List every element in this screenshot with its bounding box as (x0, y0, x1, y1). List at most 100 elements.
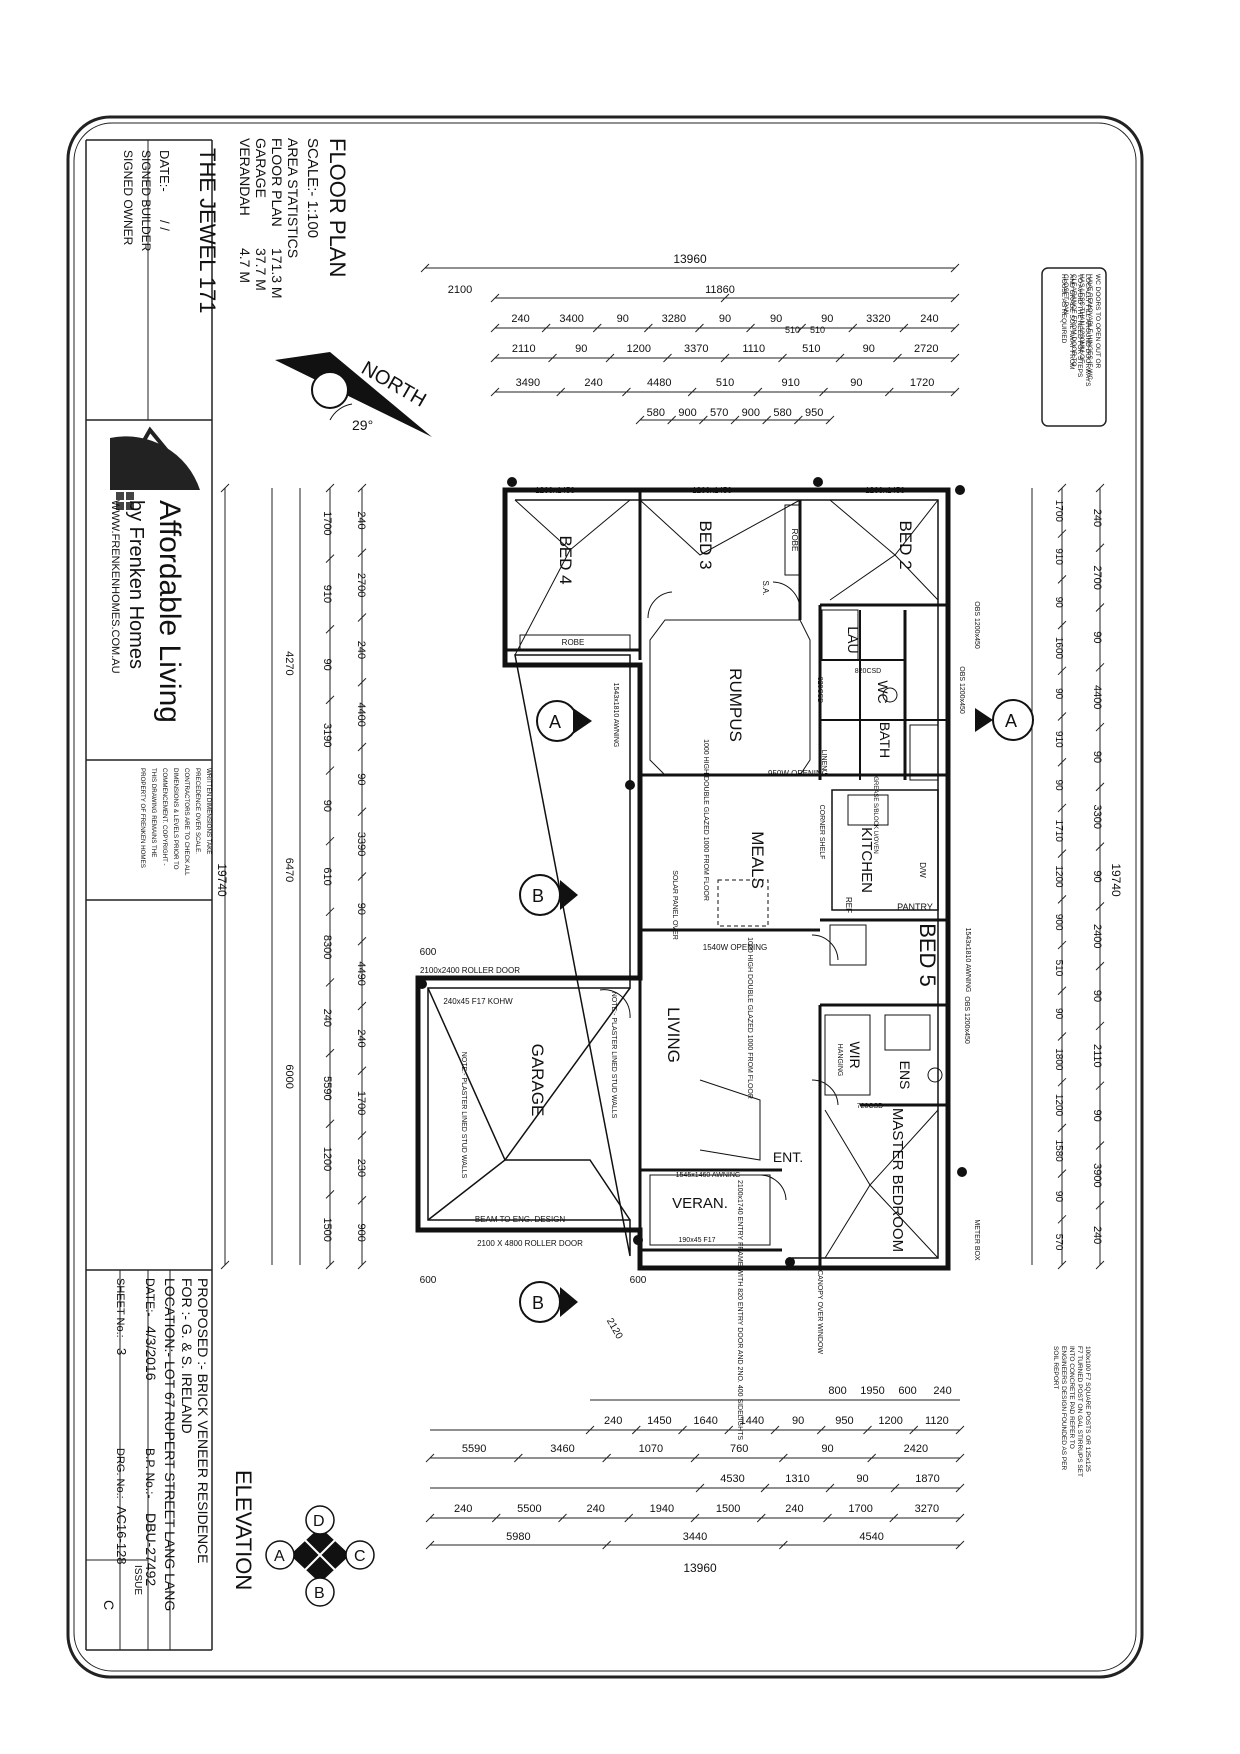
copyright-line-4: DIMENSIONS & LEVELS PRIOR TO (172, 768, 179, 870)
copyright-note: WRITTEN DIMENSIONS TAKE PRECEDENCE OVER … (139, 768, 212, 877)
dim-left: 90 (321, 658, 333, 670)
dim-bottom-row: 5590 (462, 1443, 486, 1455)
section-b-bottom-label: B (532, 1293, 544, 1313)
dim-bottom-row: 600 (898, 1385, 916, 1397)
dim-top-row: 1720 (910, 377, 934, 389)
dim-bottom-row: 240 (454, 1503, 472, 1515)
dim-right: 570 (1053, 1234, 1064, 1251)
logo-brand: Affordable Living (153, 500, 186, 723)
awning-label: 1543x1810 AWNING (964, 928, 971, 993)
dim-bottom-row: 1870 (915, 1473, 939, 1485)
dim-right: 910 (1053, 731, 1064, 748)
brand-logo: Affordable Living by Frenken Homes WWW.F… (109, 426, 200, 723)
svg-text:LOCALLY FILL AROUND DOORWAYS: LOCALLY FILL AROUND DOORWAYS TO AVOID TH… (1060, 274, 1091, 388)
dim-bottom-row: 1500 (716, 1503, 740, 1515)
dim-right: 2400 (1091, 924, 1103, 948)
dim-bottom-row: 1200 (878, 1415, 902, 1427)
smoke-alarm-label: S.A. (761, 580, 770, 595)
copyright-line-2: PRECEDENCE OVER SCALE. (194, 768, 201, 854)
dim-top-row: 3320 (866, 313, 890, 325)
dim-top-row: 240 (511, 313, 529, 325)
area-garage-label: GARAGE (253, 138, 269, 198)
dim-bottom-row: 1440 (740, 1415, 764, 1427)
glazing-label: 1000 HIGH DOUBLE GLAZED 1000 FROM FLOOR (702, 739, 709, 901)
copyright-line-7: PROPERTY OF FRENKEN HOMES (139, 768, 146, 868)
dim-left-total: 19740 (215, 863, 229, 897)
robe-label: ROBE (562, 638, 585, 647)
project-date: 4/3/2016 (143, 1326, 159, 1381)
dw-label: D/W (918, 862, 927, 878)
copyright-line-5: COMMENCEMENT. COPYRIGHT - (161, 768, 168, 866)
robe-label: ROBE (790, 529, 799, 552)
posts (417, 477, 967, 1267)
section-a-left-label: A (549, 712, 561, 732)
dim-right: 90 (1091, 990, 1103, 1002)
dim-top-row: 90 (821, 313, 833, 325)
dim-right-total: 19740 (1109, 863, 1123, 897)
scale-text: SCALE:- 1:100 (304, 138, 321, 238)
project-sheet: 3 (114, 1348, 129, 1355)
dim-bottom-row: 240 (604, 1415, 622, 1427)
floor-plan-title: FLOOR PLAN (325, 138, 350, 277)
notes-top-text: WC DOORS TO OPEN OUT OR HAVE REMOVABLE H… (1062, 274, 1101, 382)
dim-bottom-row: 800 (828, 1385, 846, 1397)
area-statistics: AREA STATISTICS (285, 138, 301, 258)
dim-right: 90 (1053, 688, 1064, 700)
dim-bottom-row: 90 (821, 1443, 833, 1455)
dim-left: 910 (321, 585, 333, 603)
dim-top-row: 90 (719, 313, 731, 325)
dim-bottom-row: 90 (792, 1415, 804, 1427)
dim-left: 1700 (355, 1091, 367, 1115)
dim-bottom-row: 760 (730, 1443, 748, 1455)
dim-left: 1200 (321, 1147, 333, 1171)
project-sheet-label: SHEET No.:- (114, 1278, 126, 1342)
elevation-letter-a: A (274, 1548, 285, 1565)
dim-left: 4490 (355, 961, 367, 985)
dim-top-row: 240 (584, 377, 602, 389)
dim-right: 1600 (1053, 637, 1064, 660)
dim-left: 90 (355, 903, 367, 915)
dim-left: 6470 (283, 858, 295, 882)
dim-top-row: 90 (575, 343, 587, 355)
dim-top-row: 240 (920, 313, 938, 325)
dim-top-row: 4480 (647, 377, 671, 389)
logo-roof-icon (116, 426, 198, 488)
entry-frame-label: 2100x1740 ENTRY FRAME WITH 820 ENTRY DOO… (736, 1180, 743, 1440)
dim-top-row: 3280 (662, 313, 686, 325)
room-wc: WC (875, 680, 891, 703)
dim-bottom-row: 3270 (915, 1503, 939, 1515)
dim-right: 1200 (1053, 865, 1064, 888)
dim-left: 1700 (321, 511, 333, 535)
copyright-line-3: CONTRACTORS ARE TO CHECK ALL (183, 768, 190, 876)
dim-top-row: 90 (770, 313, 782, 325)
dim-left: 3190 (321, 723, 333, 747)
section-a-right-label: A (1005, 711, 1017, 731)
area-garage-value: 37.7 M (253, 248, 269, 291)
project-bp: DBU-27492 (143, 1513, 159, 1586)
dim-right: 1700 (1053, 500, 1064, 523)
hanging-label: HANGING (836, 1044, 843, 1077)
section-b-top-label: B (532, 886, 544, 906)
dim-misc: 600 (420, 947, 437, 958)
svg-text:100x100 F7 SQUARE POSTS OR 125: 100x100 F7 SQUARE POSTS OR 125x125 F7 TU… (1052, 1346, 1091, 1479)
dim-right: 1200 (1053, 1094, 1064, 1117)
dim-top-row: 900 (742, 407, 760, 419)
project-bp-label: B.P. No.:- (143, 1448, 157, 1498)
dim-right: 90 (1091, 751, 1103, 763)
dim-bottom-row: 3460 (550, 1443, 574, 1455)
area-floor-value: 171.3 M (269, 248, 285, 299)
project-location: LOCATION:- LOT 67 RUPERT STREET LANG LAN… (162, 1278, 178, 1611)
dim-left: 240 (355, 641, 367, 659)
room-bed2: BED 2 (896, 520, 915, 569)
dim-left: 5590 (321, 1076, 333, 1100)
room-wir: WIR (847, 1041, 863, 1068)
dim-left: 90 (355, 773, 367, 785)
ref-label: REF (844, 897, 853, 913)
window-label: 1200x1450 (692, 486, 732, 495)
room-bed4: BED 4 (556, 535, 575, 584)
dim-right: 900 (1053, 914, 1064, 931)
obs-label: OBS 1200x450 (963, 996, 970, 1044)
awning-label: 1543x1810 AWNING (612, 683, 619, 748)
room-master: MASTER BEDROOM (889, 1108, 906, 1252)
